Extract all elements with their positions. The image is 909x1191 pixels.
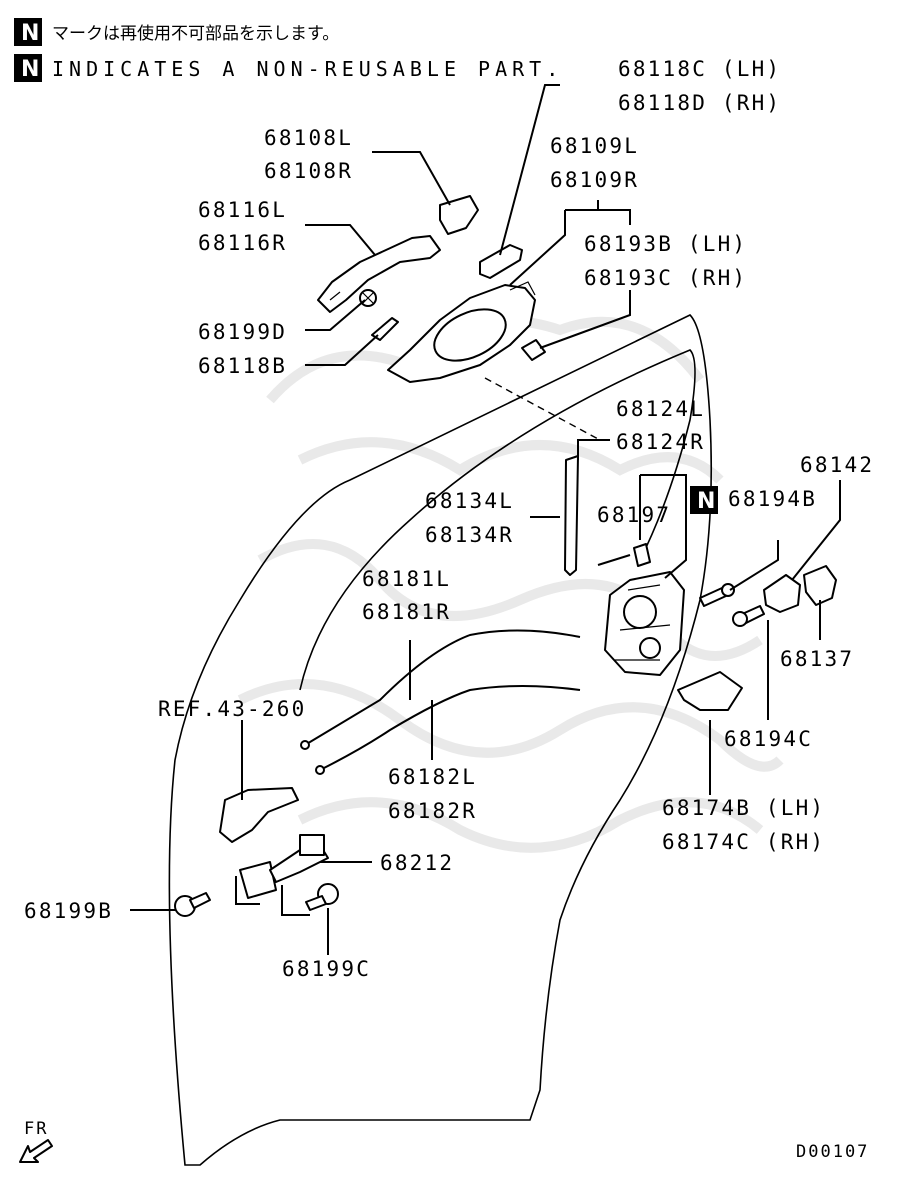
- note-japanese: マークは再使用不可部品を示します。: [52, 23, 339, 44]
- label-68199b: 68199B: [24, 899, 113, 923]
- label-68193b: 68193B (LH): [584, 232, 747, 256]
- screw-68194c: [732, 605, 765, 627]
- label-68118b: 68118B: [198, 354, 287, 378]
- label-68118d: 68118D (RH): [618, 91, 781, 115]
- label-68197: 68197: [597, 503, 671, 527]
- door-check-68212: [239, 834, 329, 899]
- label-68194c: 68194C: [724, 727, 813, 751]
- cover-68174: [677, 671, 743, 711]
- label-68108r: 68108R: [264, 159, 353, 183]
- outer-handle: [317, 195, 479, 313]
- striker-68142: [763, 574, 801, 613]
- label-68194b: 68194B: [728, 487, 817, 511]
- label-68116r: 68116R: [198, 231, 287, 255]
- non-reusable-badge: [14, 18, 42, 46]
- handle-gasket: [479, 244, 523, 279]
- spring-68118b: [371, 317, 399, 341]
- label-68199d: 68199D: [198, 320, 287, 344]
- label-68109r: 68109R: [550, 168, 639, 192]
- door-outline: [168, 314, 713, 1166]
- label-68199c: 68199C: [282, 957, 371, 981]
- label-68124r: 68124R: [616, 430, 705, 454]
- label-68181r: 68181R: [362, 600, 451, 624]
- label-68182r: 68182R: [388, 799, 477, 823]
- label-68142: 68142: [800, 453, 874, 477]
- inner-handle: [219, 787, 299, 843]
- label-68193c: 68193C (RH): [584, 266, 747, 290]
- front-direction-indicator: FR: [19, 1119, 53, 1163]
- latch-assembly: [604, 571, 685, 676]
- clip-68193: [521, 339, 546, 361]
- header: N マークは再使用不可部品を示します。 N INDICATES A NON-RE…: [14, 18, 563, 82]
- plate-68137: [803, 565, 837, 606]
- label-68109l: 68109L: [550, 134, 639, 158]
- clip-68197: [633, 543, 651, 567]
- note-english: INDICATES A NON-REUSABLE PART.: [52, 57, 563, 81]
- badge-letter: N: [21, 21, 39, 46]
- cables: [300, 629, 581, 775]
- label-68118c: 68118C (LH): [618, 57, 781, 81]
- label-68134r: 68134R: [425, 523, 514, 547]
- label-68212: 68212: [380, 851, 454, 875]
- fr-label: FR: [24, 1119, 48, 1139]
- screw-68194b: [699, 583, 735, 607]
- diagram-code: D00107: [796, 1142, 869, 1162]
- label-68182l: 68182L: [388, 765, 477, 789]
- label-68134l: 68134L: [425, 489, 514, 513]
- label-68124l: 68124L: [616, 397, 705, 421]
- rod-68134: [564, 455, 579, 576]
- label-68181l: 68181L: [362, 567, 451, 591]
- leader-lines: [130, 84, 841, 955]
- label-68116l: 68116L: [198, 198, 287, 222]
- label-68174b: 68174B (LH): [662, 796, 825, 820]
- non-reusable-badge: [690, 486, 718, 514]
- part-labels: 68118C (LH) 68118D (RH) 68108L 68108R 68…: [24, 57, 874, 981]
- non-reusable-badge: [14, 54, 42, 82]
- label-68108l: 68108L: [264, 126, 353, 150]
- badge-letter: N: [21, 57, 39, 82]
- label-68137: 68137: [780, 647, 854, 671]
- front-arrow-icon: [19, 1139, 53, 1163]
- screw-68199d: [359, 289, 377, 307]
- badge-letter: N: [697, 489, 715, 514]
- label-ref-43-260: REF.43-260: [158, 697, 306, 721]
- label-68174c: 68174C (RH): [662, 830, 825, 854]
- bolt-68199b: [174, 892, 211, 917]
- handle-frame: [387, 281, 536, 383]
- bolt-68199c: [305, 883, 339, 911]
